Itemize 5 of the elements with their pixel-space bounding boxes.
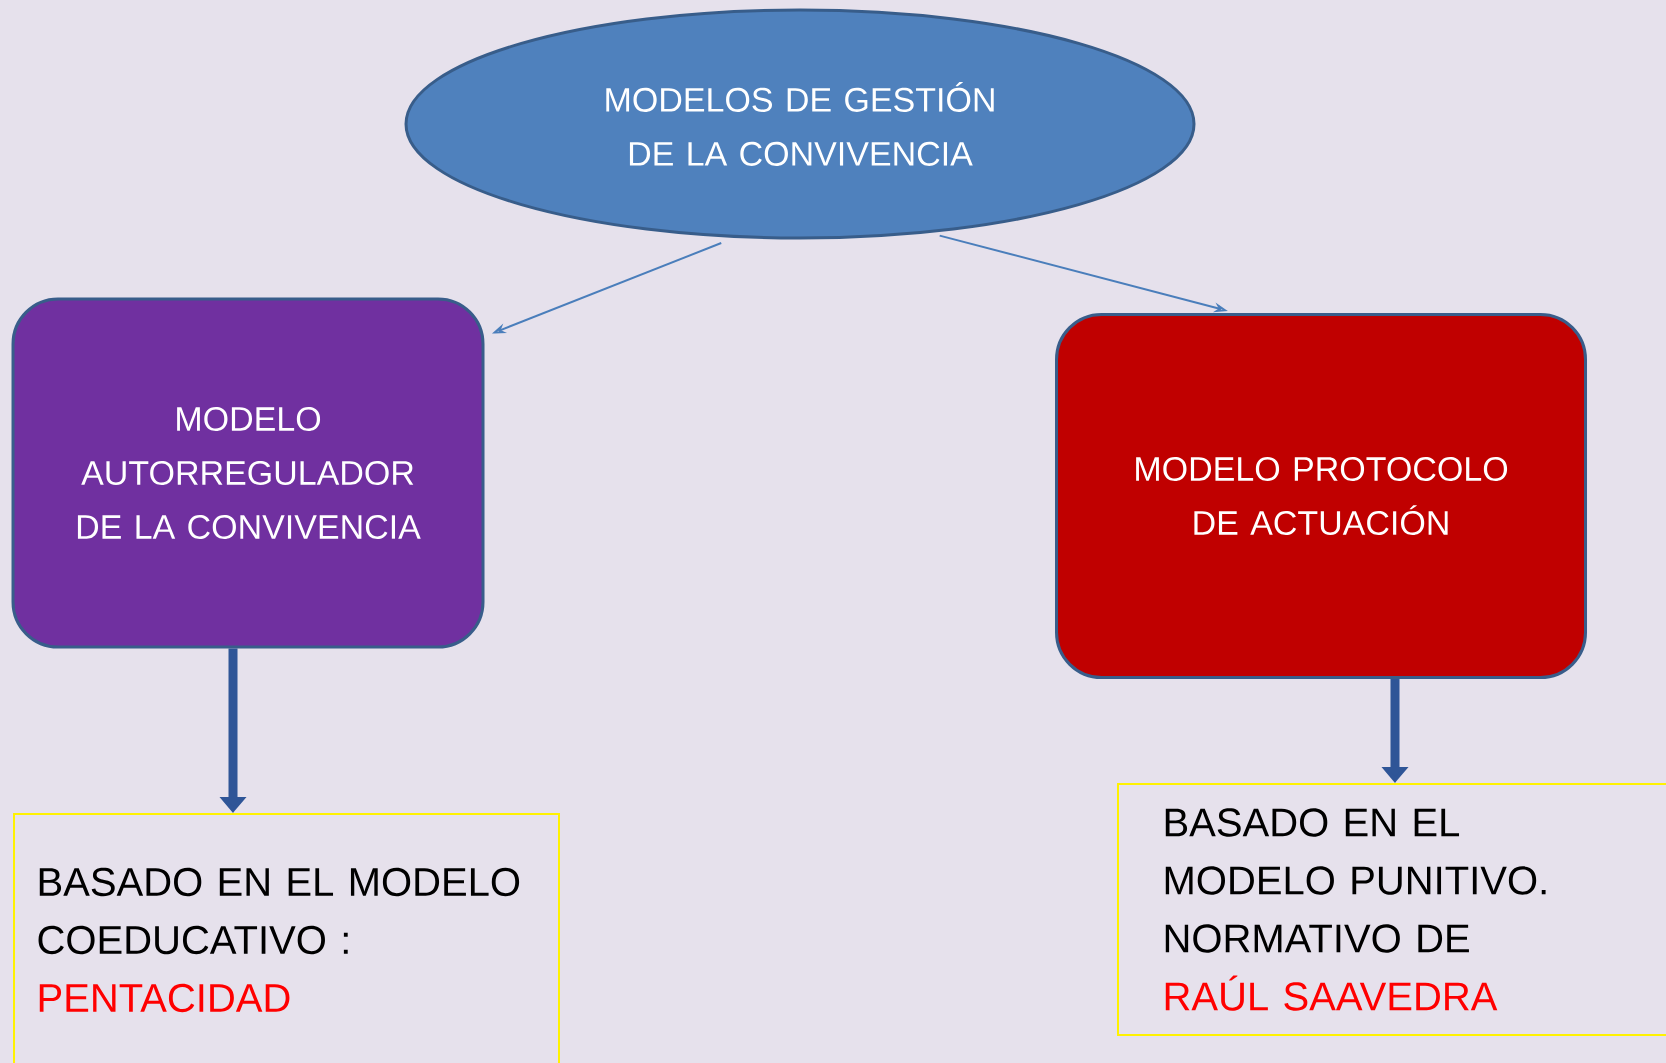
process-box: MODELO AUTORREGULADOR DE LA CONVIVENCIA xyxy=(11,297,485,649)
note-box: BASADO EN EL MODELO COEDUCATIVO : PENTACIDAD xyxy=(13,813,560,1063)
note-box: BASADO EN EL MODELO PUNITIVO. NORMATIVO DE RAÚL SAAVEDRA xyxy=(1117,783,1666,1036)
oval-node: MODELOS DE GESTIÓN DE LA CONVIVENCIA xyxy=(404,8,1196,240)
process-box: MODELO PROTOCOLO DE ACTUACIÓN xyxy=(1055,313,1587,679)
